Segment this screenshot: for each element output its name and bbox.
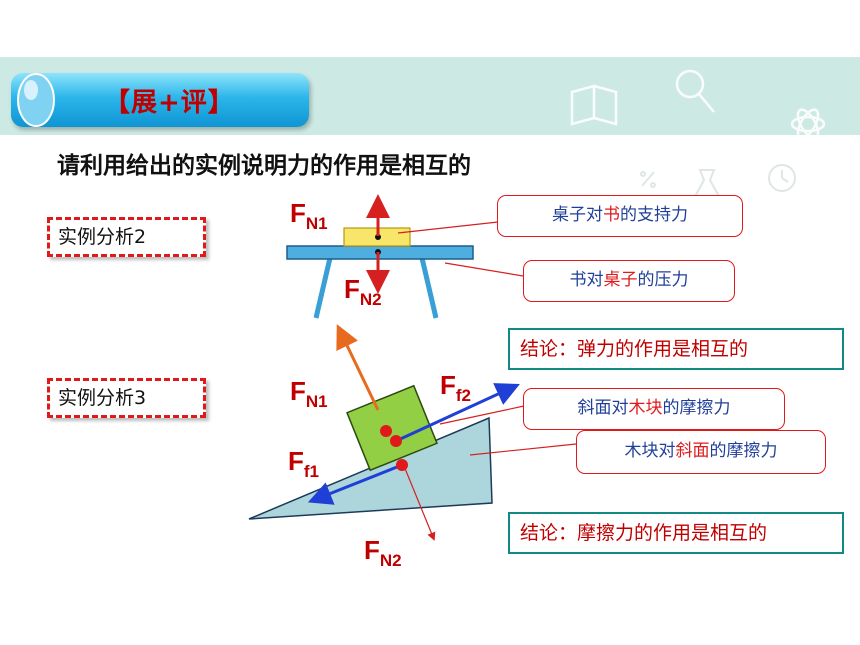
- case2-label-box: 实例分析2: [47, 217, 206, 257]
- atom-icon: [790, 108, 826, 140]
- callout-leader-3: [439, 405, 525, 425]
- force-label-fn2: FN2: [344, 274, 382, 309]
- callout-leader-1: [397, 221, 499, 234]
- case3-label-box: 实例分析3: [47, 378, 206, 418]
- callout-block-friction-on-incline: 木块对斜面的摩擦力: [576, 430, 826, 474]
- force-label-ff2: Ff2: [440, 370, 472, 405]
- force-label-ff1: Ff1: [288, 446, 320, 481]
- friction-point-block: [390, 435, 402, 447]
- callout-leader-2: [444, 262, 524, 277]
- force-label-fn1: FN1: [290, 198, 328, 233]
- table-leg-left: [313, 257, 333, 319]
- force-label-fn1-incline: FN1: [290, 376, 328, 411]
- table-diagram: [286, 194, 524, 319]
- section-tab-label: 【展+评】: [104, 88, 235, 118]
- case3-label: 实例分析3: [58, 387, 147, 409]
- friction-point-incline: [396, 459, 408, 471]
- force-label-fn2-incline: FN2: [364, 535, 402, 570]
- conclusion-elastic: 结论：弹力的作用是相互的: [508, 328, 844, 370]
- force-arrow-fn2-incline: [403, 465, 436, 541]
- conclusion-friction: 结论：摩擦力的作用是相互的: [508, 512, 844, 554]
- wood-block: [346, 384, 438, 472]
- section-tab: [11, 73, 309, 127]
- callout-table-supports-book: 桌子对书的支持力: [497, 195, 743, 237]
- percent-icon: [640, 171, 656, 188]
- callout-book-presses-table: 书对桌子的压力: [523, 260, 735, 302]
- book-icon: [570, 84, 618, 126]
- force-arrow-fn1-incline: [336, 324, 380, 411]
- callout-incline-friction-on-block: 斜面对木块的摩擦力: [523, 388, 785, 430]
- table-leg-right: [419, 257, 439, 319]
- incline-diagram: [248, 324, 577, 541]
- magnifier-icon: [675, 69, 715, 113]
- block-point: [380, 425, 392, 437]
- page-title: 请利用给出的实例说明力的作用是相互的: [57, 153, 471, 179]
- force-arrow-ff2: [395, 383, 520, 443]
- force-arrow-ff1: [307, 463, 403, 505]
- case2-label: 实例分析2: [58, 226, 147, 248]
- clock-icon: [768, 164, 796, 192]
- callout-leader-4: [469, 443, 577, 456]
